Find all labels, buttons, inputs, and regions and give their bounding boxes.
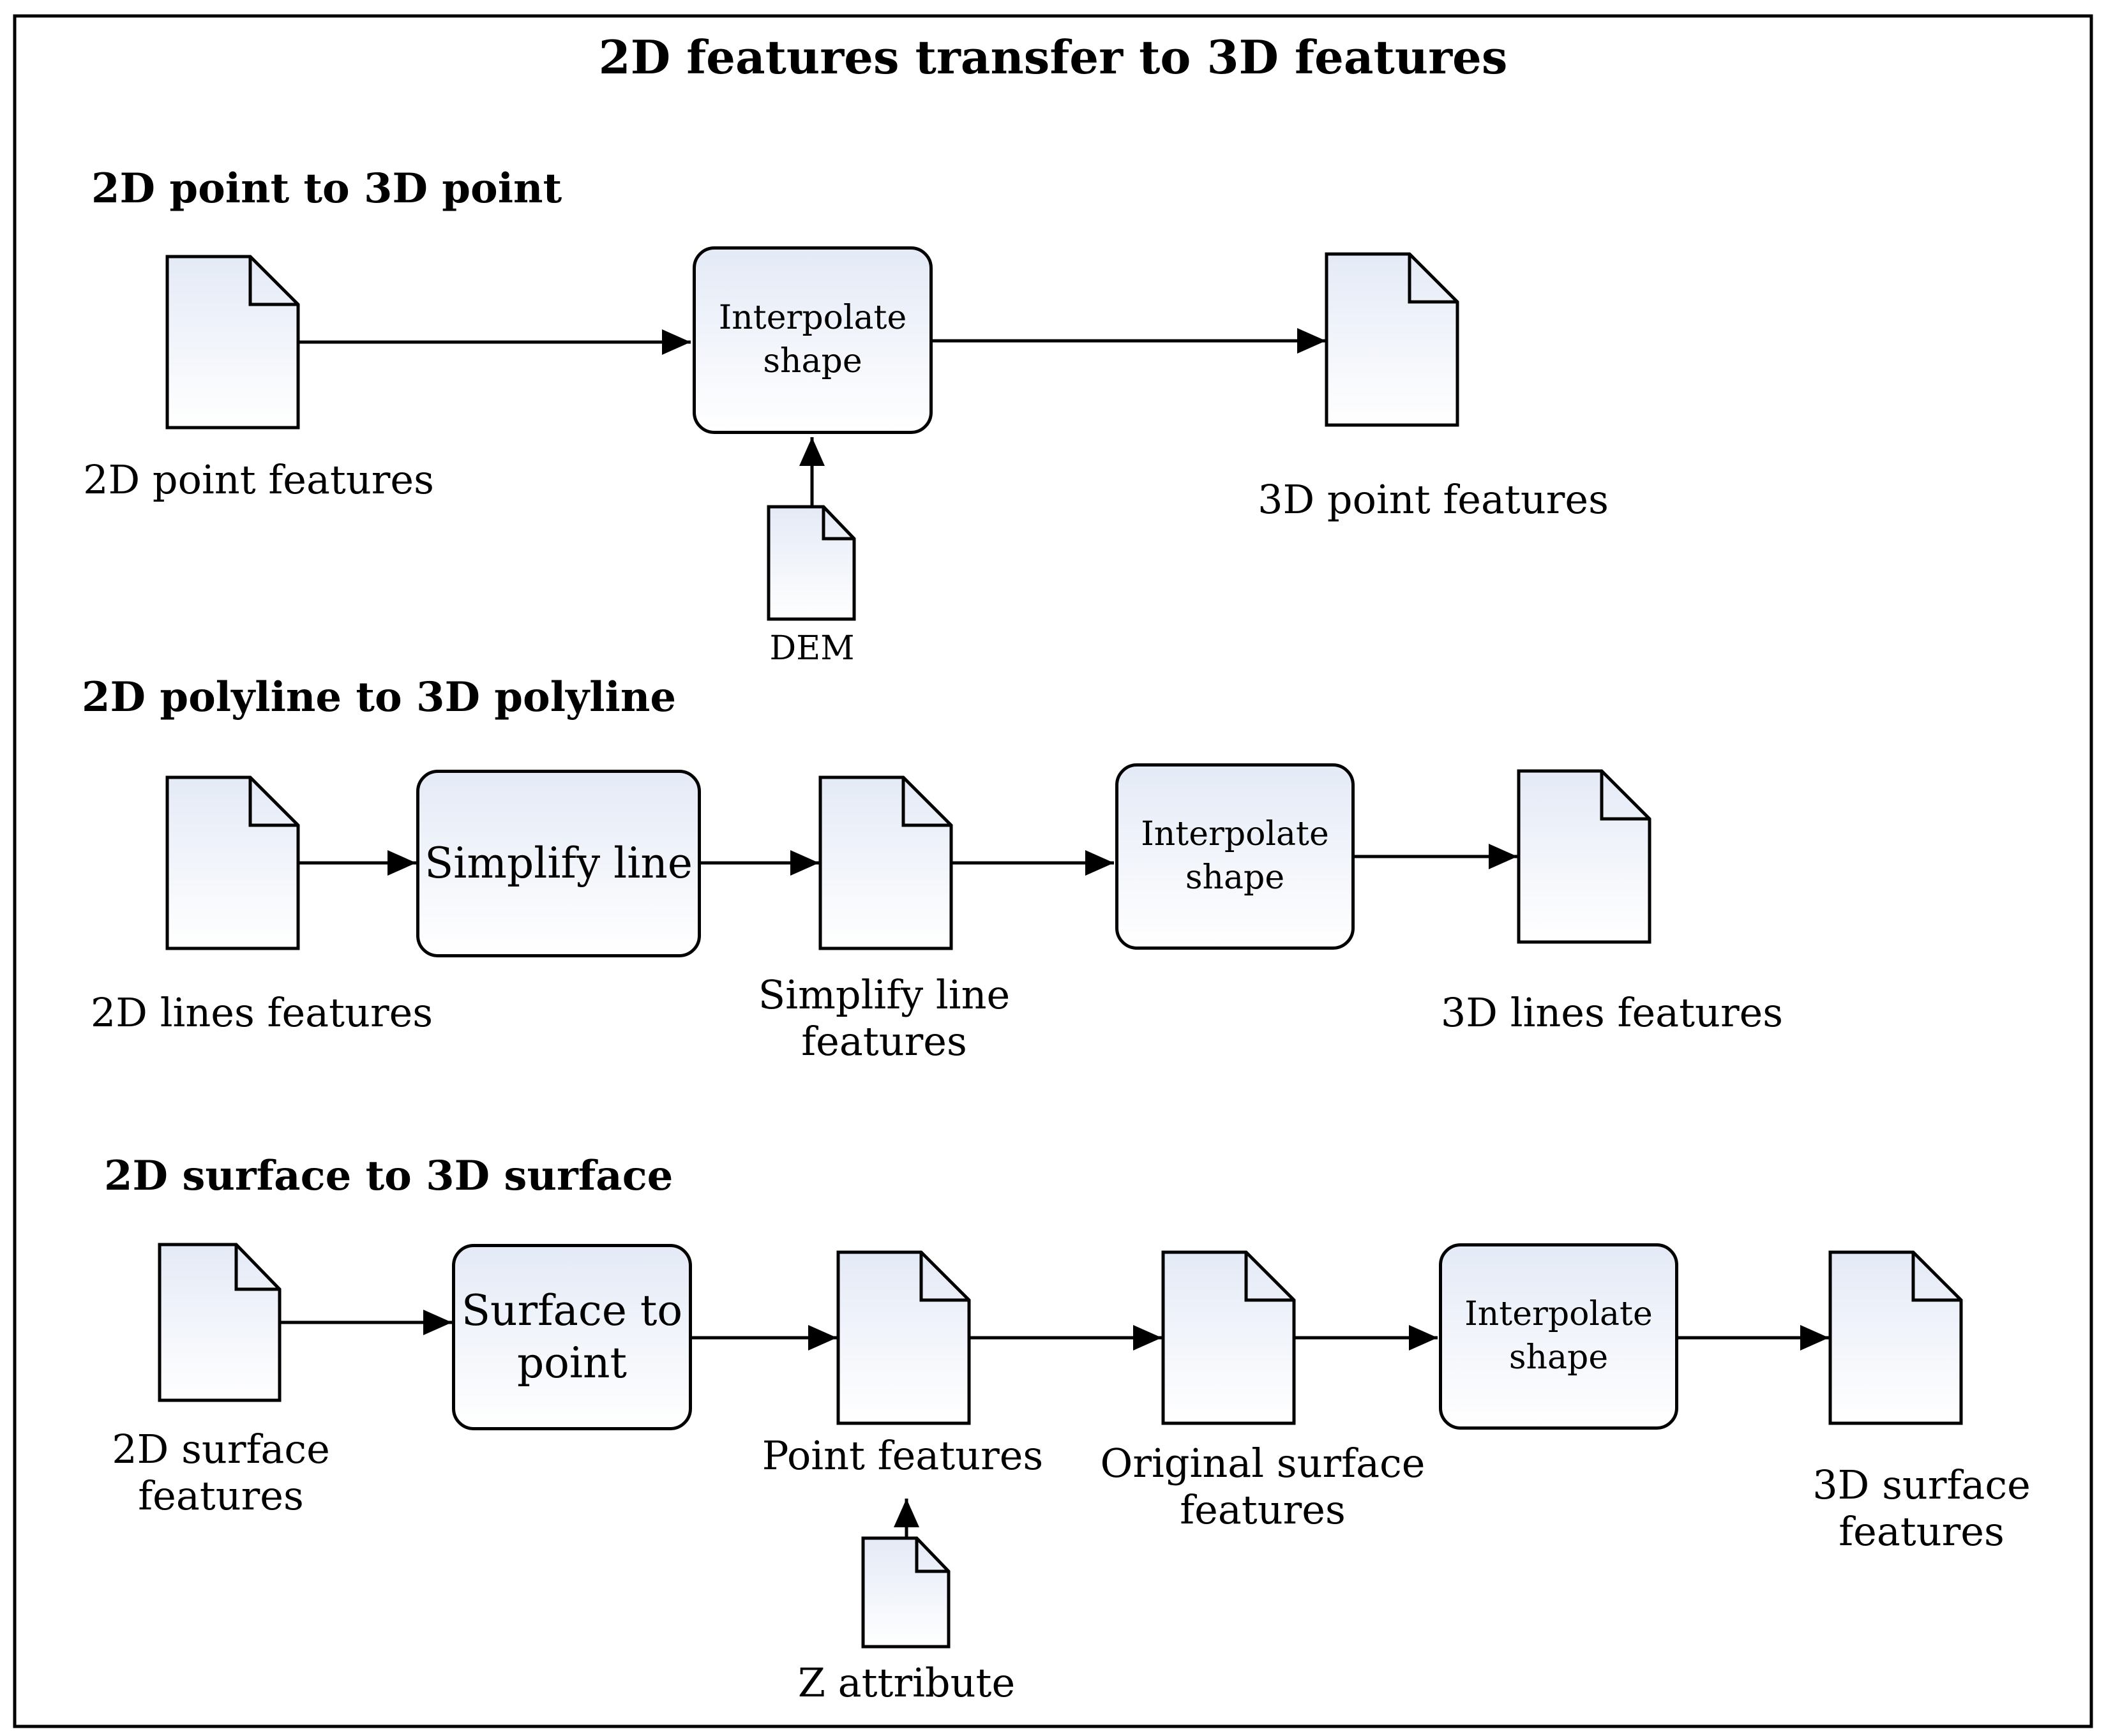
label-3d-point-features: 3D point features	[1258, 476, 1609, 523]
doc-z-attribute	[861, 1536, 951, 1649]
label-2d-surface-features: 2D surface features	[112, 1426, 330, 1520]
process-interpolate-shape-point: Interpolate shape	[693, 246, 933, 434]
doc-simplify-line-features	[818, 775, 953, 950]
process-interpolate-shape-polyline: Interpolate shape	[1115, 763, 1355, 950]
doc-original-surface-features	[1161, 1250, 1296, 1425]
label-dem: DEM	[769, 629, 855, 668]
doc-3d-lines-features	[1517, 769, 1651, 944]
diagram-title: 2D features transfer to 3D features	[598, 30, 1508, 84]
section-title-surface: 2D surface to 3D surface	[104, 1152, 673, 1200]
diagram-frame	[13, 14, 2093, 1728]
label-simplify-line-features: Simplify line features	[758, 971, 1011, 1065]
process-interpolate-shape-surface: Interpolate shape	[1439, 1243, 1678, 1430]
section-title-point: 2D point to 3D point	[91, 165, 562, 213]
doc-2d-point-features	[165, 255, 300, 430]
doc-2d-lines-features	[165, 775, 300, 950]
doc-dem	[767, 505, 856, 621]
label-2d-lines-features: 2D lines features	[90, 989, 433, 1036]
label-point-features: Point features	[762, 1432, 1044, 1479]
doc-point-features	[836, 1250, 971, 1425]
label-3d-lines-features: 3D lines features	[1440, 989, 1784, 1036]
doc-2d-surface-features	[158, 1243, 282, 1402]
doc-3d-surface-features	[1828, 1250, 1963, 1425]
label-original-surface-features: Original surface features	[1100, 1440, 1425, 1534]
doc-3d-point-features	[1325, 252, 1459, 427]
section-title-polyline: 2D polyline to 3D polyline	[82, 673, 677, 721]
process-surface-to-point: Surface to point	[452, 1244, 692, 1430]
label-2d-point-features: 2D point features	[83, 456, 434, 503]
process-simplify-line: Simplify line	[416, 770, 701, 957]
label-z-attribute: Z attribute	[797, 1659, 1016, 1706]
label-3d-surface-features: 3D surface features	[1812, 1462, 2031, 1555]
